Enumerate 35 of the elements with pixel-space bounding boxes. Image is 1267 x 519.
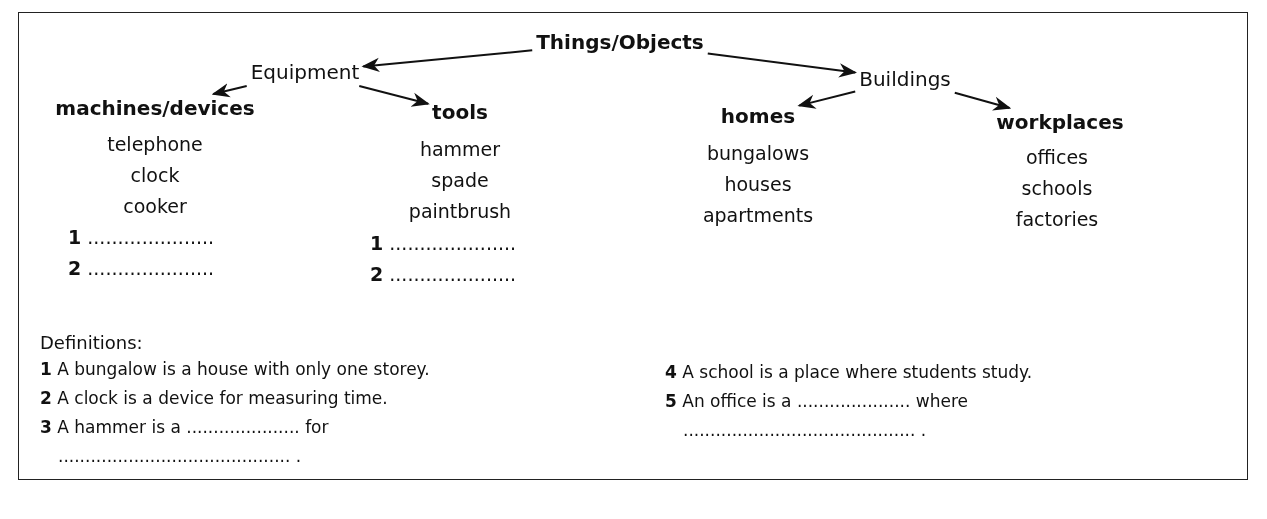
arrow — [953, 91, 1012, 111]
list-item: telephone — [107, 133, 203, 155]
definition-text: 1 A bungalow is a house with only one storey. — [40, 358, 430, 381]
list-item: hammer — [419, 138, 501, 160]
arrow — [358, 85, 430, 107]
list-item: spade — [431, 169, 489, 191]
list-item: factories — [1015, 208, 1099, 230]
fill-in-line: 1 ..................... — [370, 232, 517, 254]
list-item: schools — [1021, 177, 1093, 199]
section-heading: Definitions: — [40, 331, 143, 355]
fill-in-line: 1 ..................... — [68, 226, 215, 248]
definition-text: 5 An office is a ..................... where ........................................... . — [665, 390, 969, 442]
category-heading: Buildings — [855, 65, 955, 93]
category-heading: Equipment — [246, 58, 364, 86]
list-item: cooker — [123, 195, 187, 217]
arrow — [211, 83, 248, 98]
definition-text: 4 A school is a place where students study. — [665, 361, 1033, 384]
fill-in-line: 2 ..................... — [370, 263, 517, 285]
fill-in-line: 2 ..................... — [68, 257, 215, 279]
category-heading: tools — [428, 98, 492, 126]
list-item: apartments — [702, 204, 814, 226]
category-heading: workplaces — [992, 108, 1128, 136]
category-heading: machines/devices — [51, 94, 259, 122]
list-item: houses — [724, 173, 792, 195]
definition-text: 2 A clock is a device for measuring time. — [40, 387, 388, 410]
category-heading: homes — [716, 102, 800, 130]
list-item: paintbrush — [408, 200, 512, 222]
list-item: offices — [1026, 146, 1088, 168]
list-item: bungalows — [706, 142, 810, 164]
arrow — [361, 49, 534, 73]
arrow — [797, 90, 857, 109]
definition-text: 3 A hammer is a ..................... for ........................................... . — [40, 416, 330, 468]
arrow — [706, 52, 857, 78]
root-heading: Things/Objects — [532, 28, 708, 56]
list-item: clock — [130, 164, 180, 186]
